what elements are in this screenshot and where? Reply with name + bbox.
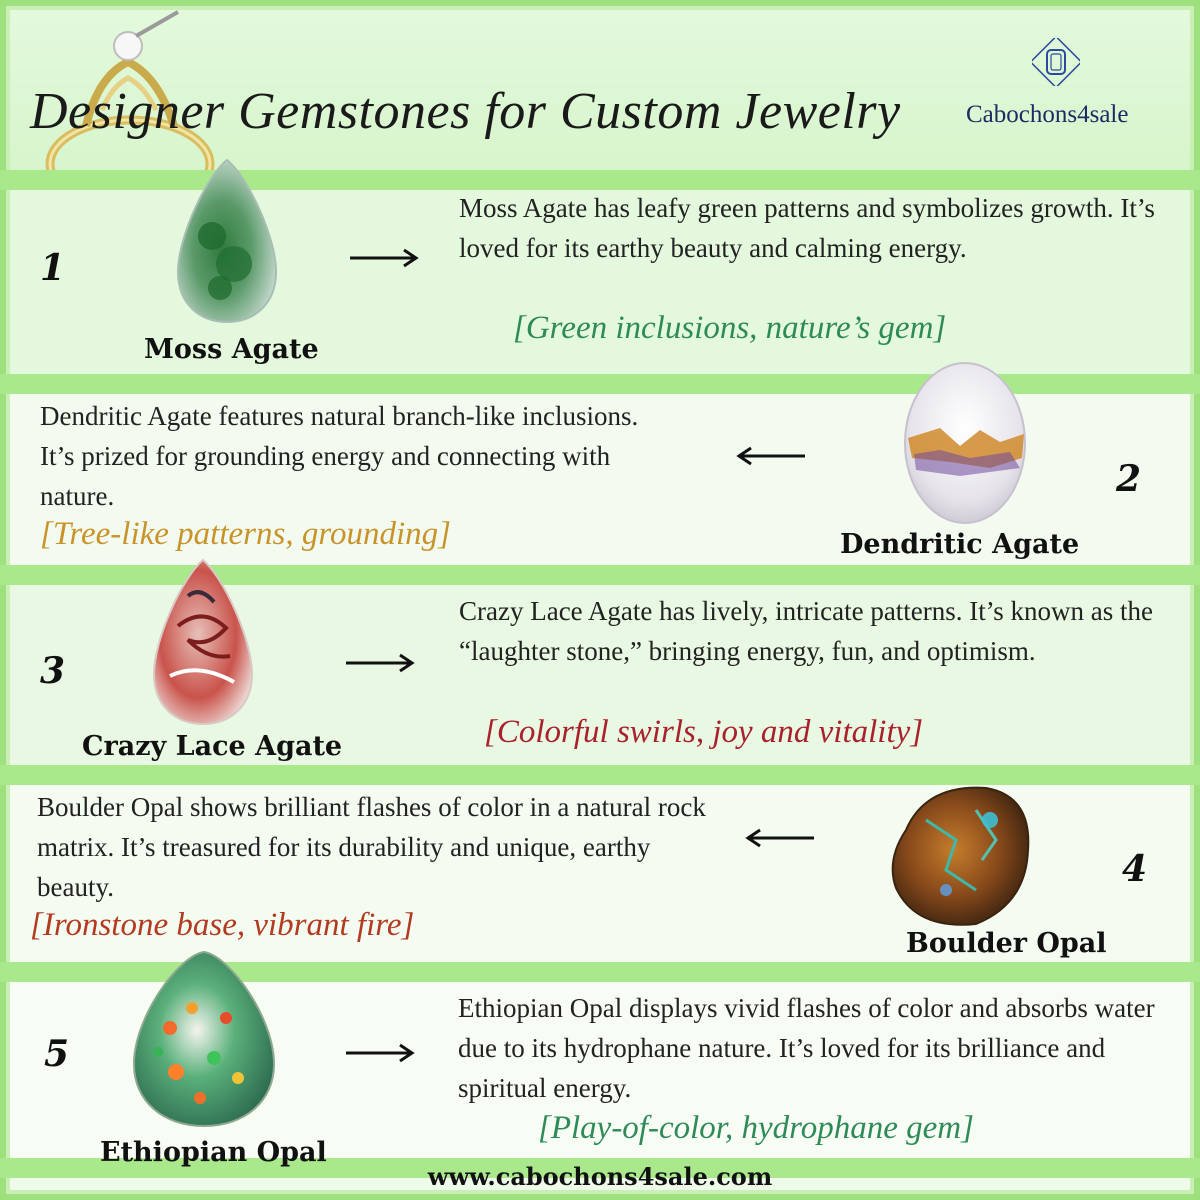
step-number: 2: [1116, 458, 1142, 500]
page-title: Designer Gemstones for Custom Jewelry: [30, 83, 901, 140]
step-number: 4: [1122, 848, 1148, 890]
gem-description: Boulder Opal shows brilliant flashes of …: [37, 792, 706, 902]
brand-name: Cabochons4sale: [966, 101, 1129, 128]
divider: [0, 565, 1200, 585]
gem-logo-icon: [1032, 38, 1080, 86]
gem-tagline: [Play-of-color, hydrophane gem]: [538, 1110, 974, 1146]
arrow-left-icon: [745, 828, 814, 848]
gem-name: Moss Agate: [144, 334, 319, 365]
divider: [0, 1158, 1200, 1178]
gem-tagline: [Ironstone base, vibrant fire]: [30, 907, 415, 943]
arrow-right-icon: [346, 1043, 415, 1063]
arrow-right-icon: [346, 653, 415, 673]
divider: [0, 170, 1200, 190]
divider: [0, 765, 1200, 785]
website-url: www.cabochons4sale.com: [427, 1162, 773, 1191]
gem-name: Dendritic Agate: [840, 529, 1080, 560]
gem-name: Ethiopian Opal: [100, 1137, 327, 1168]
gem-tagline: [Tree-like patterns, grounding]: [40, 516, 451, 552]
moss-agate-stone-icon: [176, 158, 278, 324]
gem-tagline: [Green inclusions, nature’s gem]: [513, 310, 947, 346]
boulder-opal-stone-icon: [891, 786, 1030, 926]
step-number: 5: [44, 1033, 70, 1075]
gem-tagline: [Colorful swirls, joy and vitality]: [484, 714, 924, 750]
crazy-lace-agate-stone-icon: [152, 558, 254, 726]
step-number: 1: [40, 247, 66, 289]
gem-description: Crazy Lace Agate has lively, intricate p…: [459, 596, 1154, 666]
ethiopian-opal-stone-icon: [132, 950, 276, 1128]
dendritic-agate-stone-icon: [904, 362, 1026, 524]
gem-name: Crazy Lace Agate: [82, 731, 343, 762]
divider: [0, 962, 1200, 982]
gem-name: Boulder Opal: [906, 928, 1107, 959]
gem-description: Dendritic Agate features natural branch-…: [40, 401, 639, 511]
arrow-right-icon: [350, 248, 419, 268]
gem-description: Moss Agate has leafy green patterns and …: [459, 193, 1155, 263]
divider: [0, 374, 1200, 394]
arrow-left-icon: [736, 446, 805, 466]
gem-description: Ethiopian Opal displays vivid flashes of…: [458, 993, 1155, 1103]
step-number: 3: [40, 650, 66, 692]
